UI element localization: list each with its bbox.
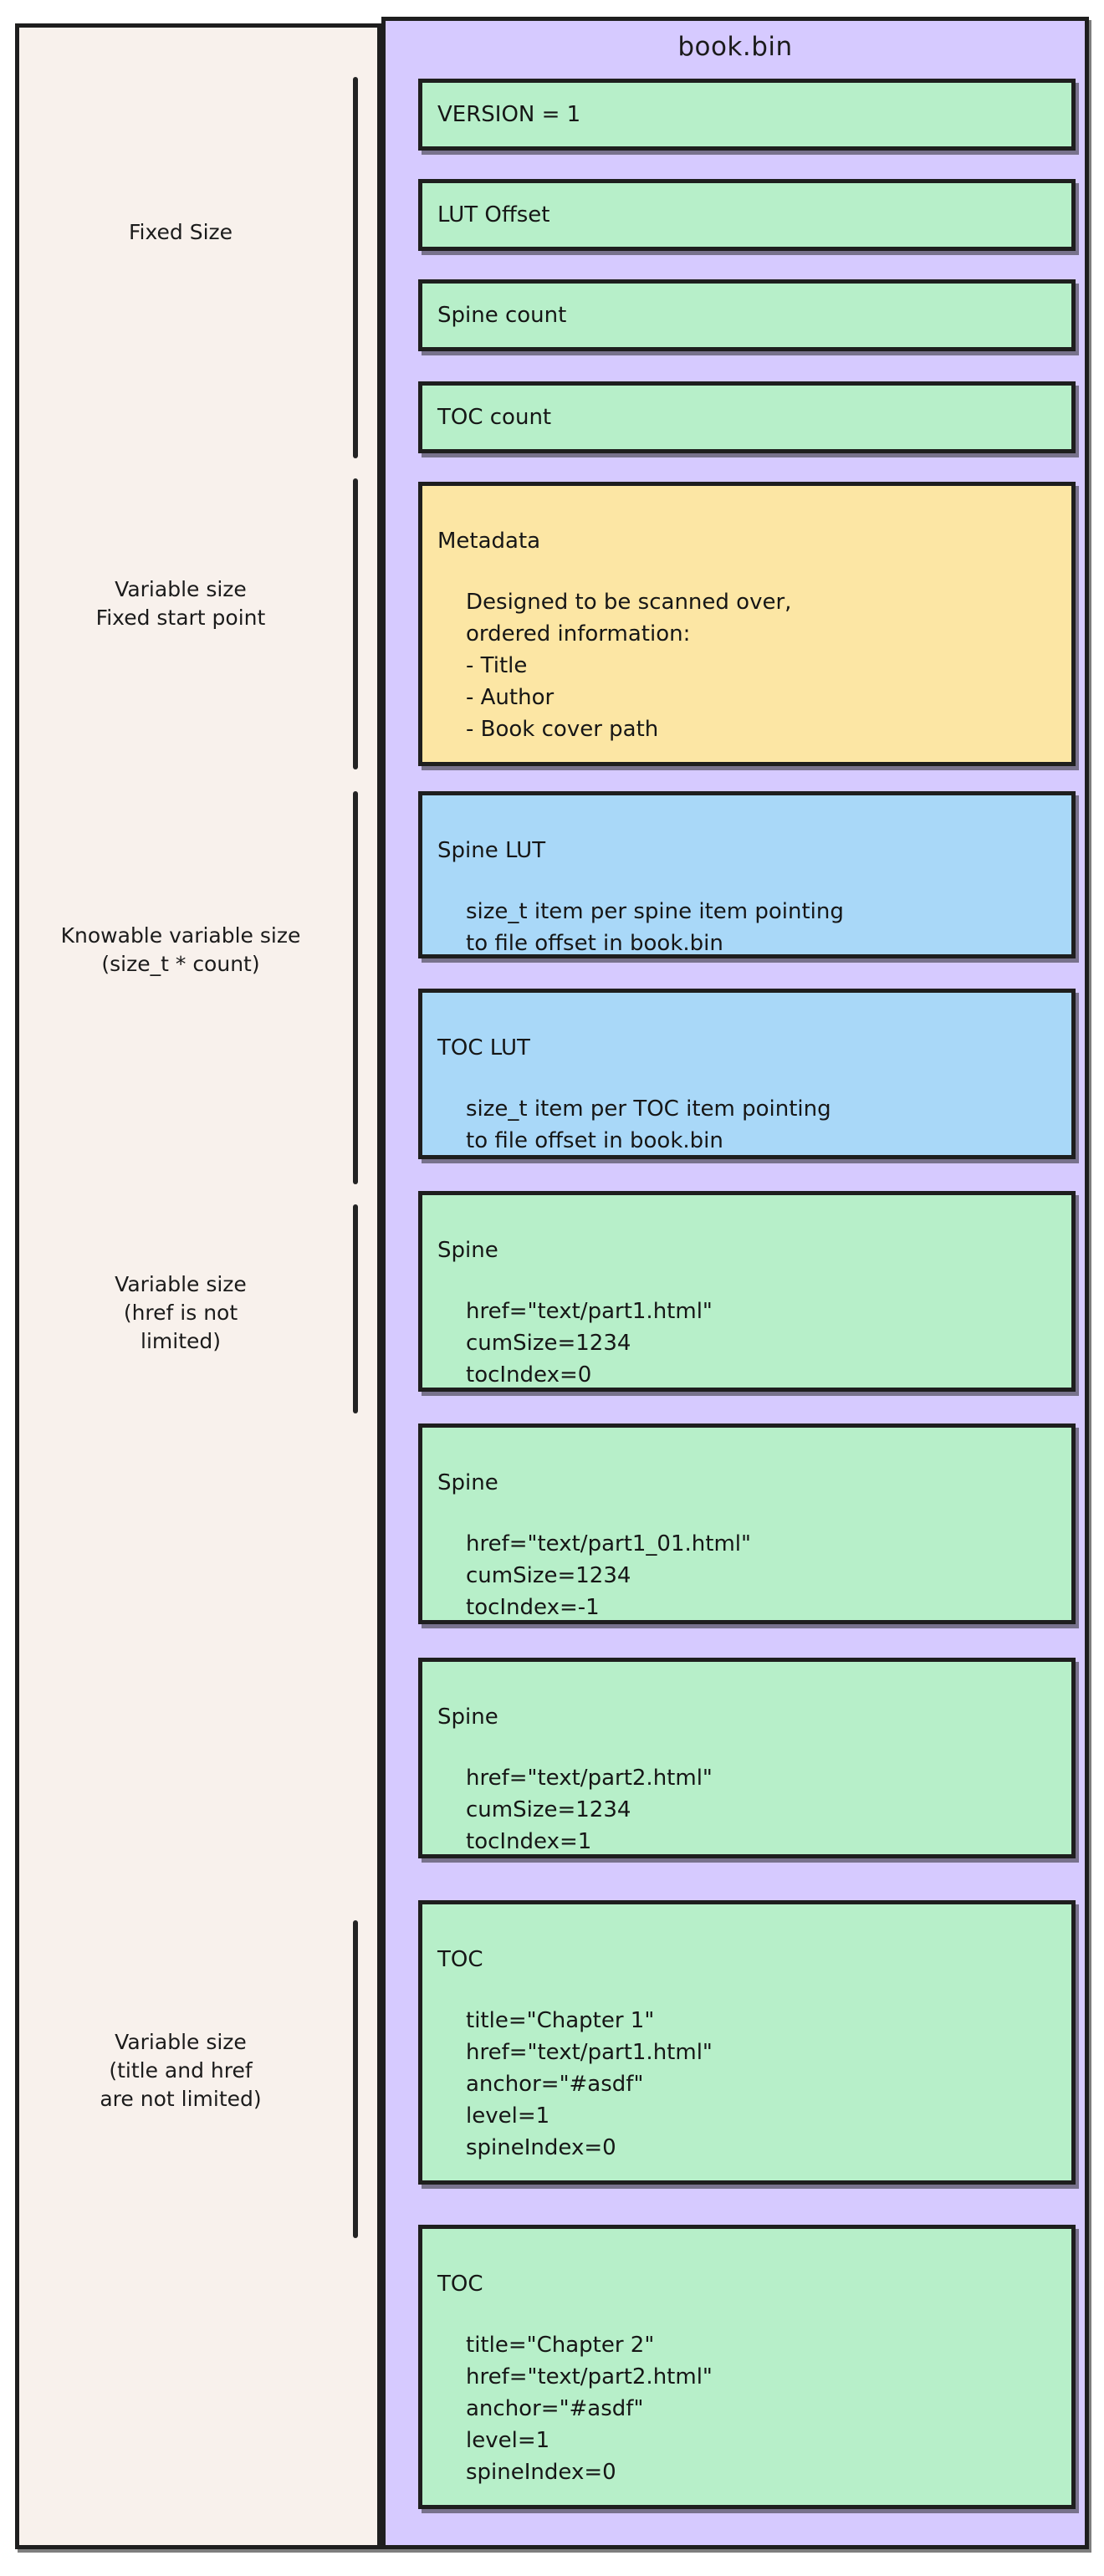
block-spine-lut: Spine LUT size_t item per spine item poi… [418,791,1076,958]
block-spine-2-body: href="text/part1_01.html" cumSize=1234 t… [466,1531,751,1620]
block-spine-1: Spine href="text/part1.html" cumSize=123… [418,1191,1076,1392]
file-title: book.bin [677,32,793,62]
block-spine-lut-title: Spine LUT [437,838,546,863]
bracket-knowable-variable [353,791,358,1184]
block-spine-3: Spine href="text/part2.html" cumSize=123… [418,1658,1076,1858]
block-spine-count-title: Spine count [437,303,567,328]
block-version-title: VERSION = 1 [437,102,581,127]
block-toc-lut-body: size_t item per TOC item pointing to fil… [466,1096,831,1153]
group-label-variable-size-title-href: Variable size (title and href are not li… [100,2030,262,2111]
block-toc-1-title: TOC [437,1947,483,1972]
block-spine-2-title: Spine [437,1470,498,1495]
bracket-variable-title-href [353,1920,358,2238]
block-spine-lut-body: size_t item per spine item pointing to f… [466,899,844,956]
block-metadata: Metadata Designed to be scanned over, or… [418,482,1076,766]
block-spine-3-title: Spine [437,1705,498,1730]
group-label-fixed-size: Fixed Size [128,220,233,244]
block-spine-2: Spine href="text/part1_01.html" cumSize=… [418,1423,1076,1624]
block-toc-2: TOC title="Chapter 2" href="text/part2.h… [418,2225,1076,2509]
bracket-fixed-size [353,77,358,458]
block-spine-1-body: href="text/part1.html" cumSize=1234 tocI… [466,1299,713,1388]
block-toc-1: TOC title="Chapter 1" href="text/part1.h… [418,1900,1076,2185]
block-version: VERSION = 1 [418,79,1076,151]
block-metadata-title: Metadata [437,529,541,554]
block-spine-3-body: href="text/part2.html" cumSize=1234 tocI… [466,1766,713,1854]
block-toc-count-title: TOC count [437,405,552,430]
group-label-knowable-variable-size: Knowable variable size (size_t * count) [60,923,301,976]
block-metadata-body: Designed to be scanned over, ordered inf… [466,590,792,742]
bracket-variable-href [353,1204,358,1413]
block-lut-offset-title: LUT Offset [437,202,550,227]
block-toc-count: TOC count [418,381,1076,453]
left-annotation-panel [15,23,381,2549]
block-spine-1-title: Spine [437,1238,498,1263]
bracket-variable-fixed-start [353,478,358,769]
block-lut-offset: LUT Offset [418,179,1076,251]
block-toc-lut-title: TOC LUT [437,1035,530,1061]
block-toc-lut: TOC LUT size_t item per TOC item pointin… [418,989,1076,1159]
group-label-variable-size-href: Variable size (href is not limited) [115,1272,247,1353]
block-toc-1-body: title="Chapter 1" href="text/part1.html"… [466,2008,713,2160]
block-toc-2-title: TOC [437,2272,483,2297]
block-toc-2-body: title="Chapter 2" href="text/part2.html"… [466,2333,713,2485]
group-label-variable-fixed-start: Variable size Fixed start point [95,577,266,630]
block-spine-count: Spine count [418,279,1076,351]
